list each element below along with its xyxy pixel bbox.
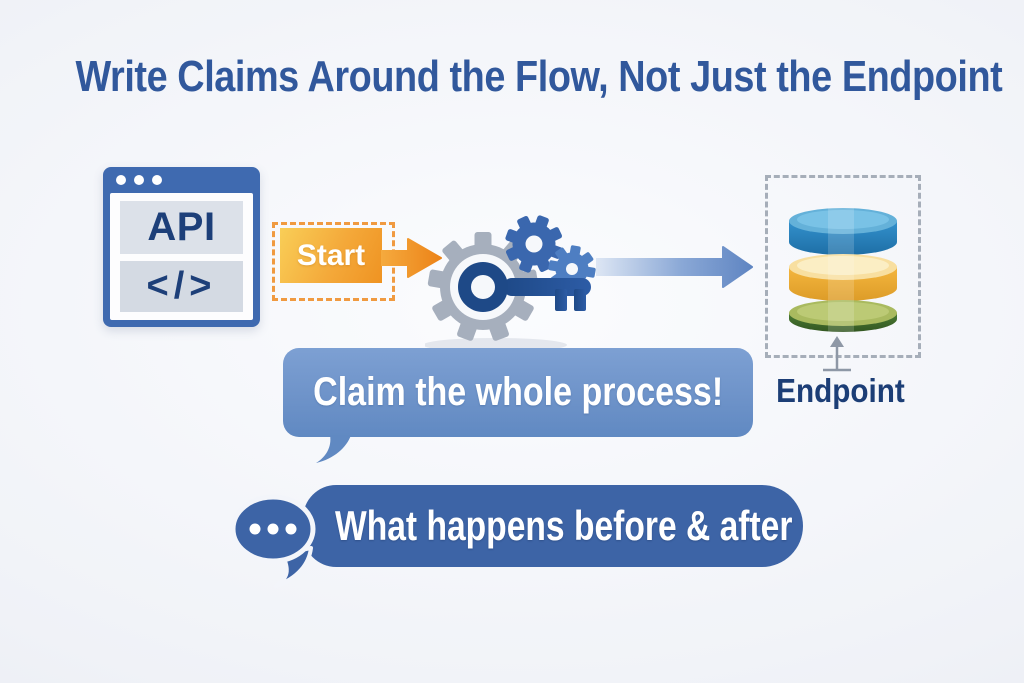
- start-badge: Start: [280, 228, 382, 283]
- endpoint-dashed-outline: [765, 175, 921, 358]
- start-badge-label: Start: [296, 238, 366, 272]
- endpoint-label-text: Endpoint: [775, 372, 905, 409]
- claim-bubble-text: Claim the whole process!: [313, 370, 723, 414]
- up-arrow-icon: [823, 336, 851, 372]
- panel-divider: [120, 253, 243, 262]
- detail-speech-bubble: What happens before & after: [303, 485, 803, 567]
- endpoint-label: Endpoint: [755, 372, 925, 410]
- db-layer-green: [789, 300, 897, 332]
- key-icon: [458, 262, 591, 312]
- claim-speech-bubble: Claim the whole process!: [283, 348, 753, 437]
- api-label: API: [120, 201, 243, 254]
- window-dot-icon: [152, 175, 162, 185]
- api-panel: API </>: [120, 201, 243, 312]
- window-titlebar: [103, 167, 260, 193]
- bubble-tail-icon: [316, 435, 351, 463]
- flow-arrow-icon: [596, 246, 753, 288]
- db-layer-blue: [789, 208, 897, 255]
- chat-ellipsis-icon: [230, 494, 316, 588]
- database-icon: [789, 208, 897, 332]
- db-gloss-highlight: [828, 208, 854, 332]
- page-title-text: Write Claims Around the Flow, Not Just t…: [75, 52, 1003, 101]
- db-layer-yellow: [789, 254, 897, 301]
- window-dot-icon: [116, 175, 126, 185]
- detail-bubble-text: What happens before & after: [335, 502, 793, 549]
- api-window-icon: API </>: [103, 167, 260, 327]
- window-body: API </>: [110, 193, 253, 320]
- window-dot-icon: [134, 175, 144, 185]
- process-gears-icon: [425, 215, 596, 352]
- code-symbol: </>: [120, 261, 243, 312]
- gear-blue-icon: [505, 215, 563, 273]
- page-title: Write Claims Around the Flow, Not Just t…: [0, 52, 1024, 102]
- ellipsis-dots: [249, 523, 297, 535]
- orange-arrow-icon: [381, 238, 442, 278]
